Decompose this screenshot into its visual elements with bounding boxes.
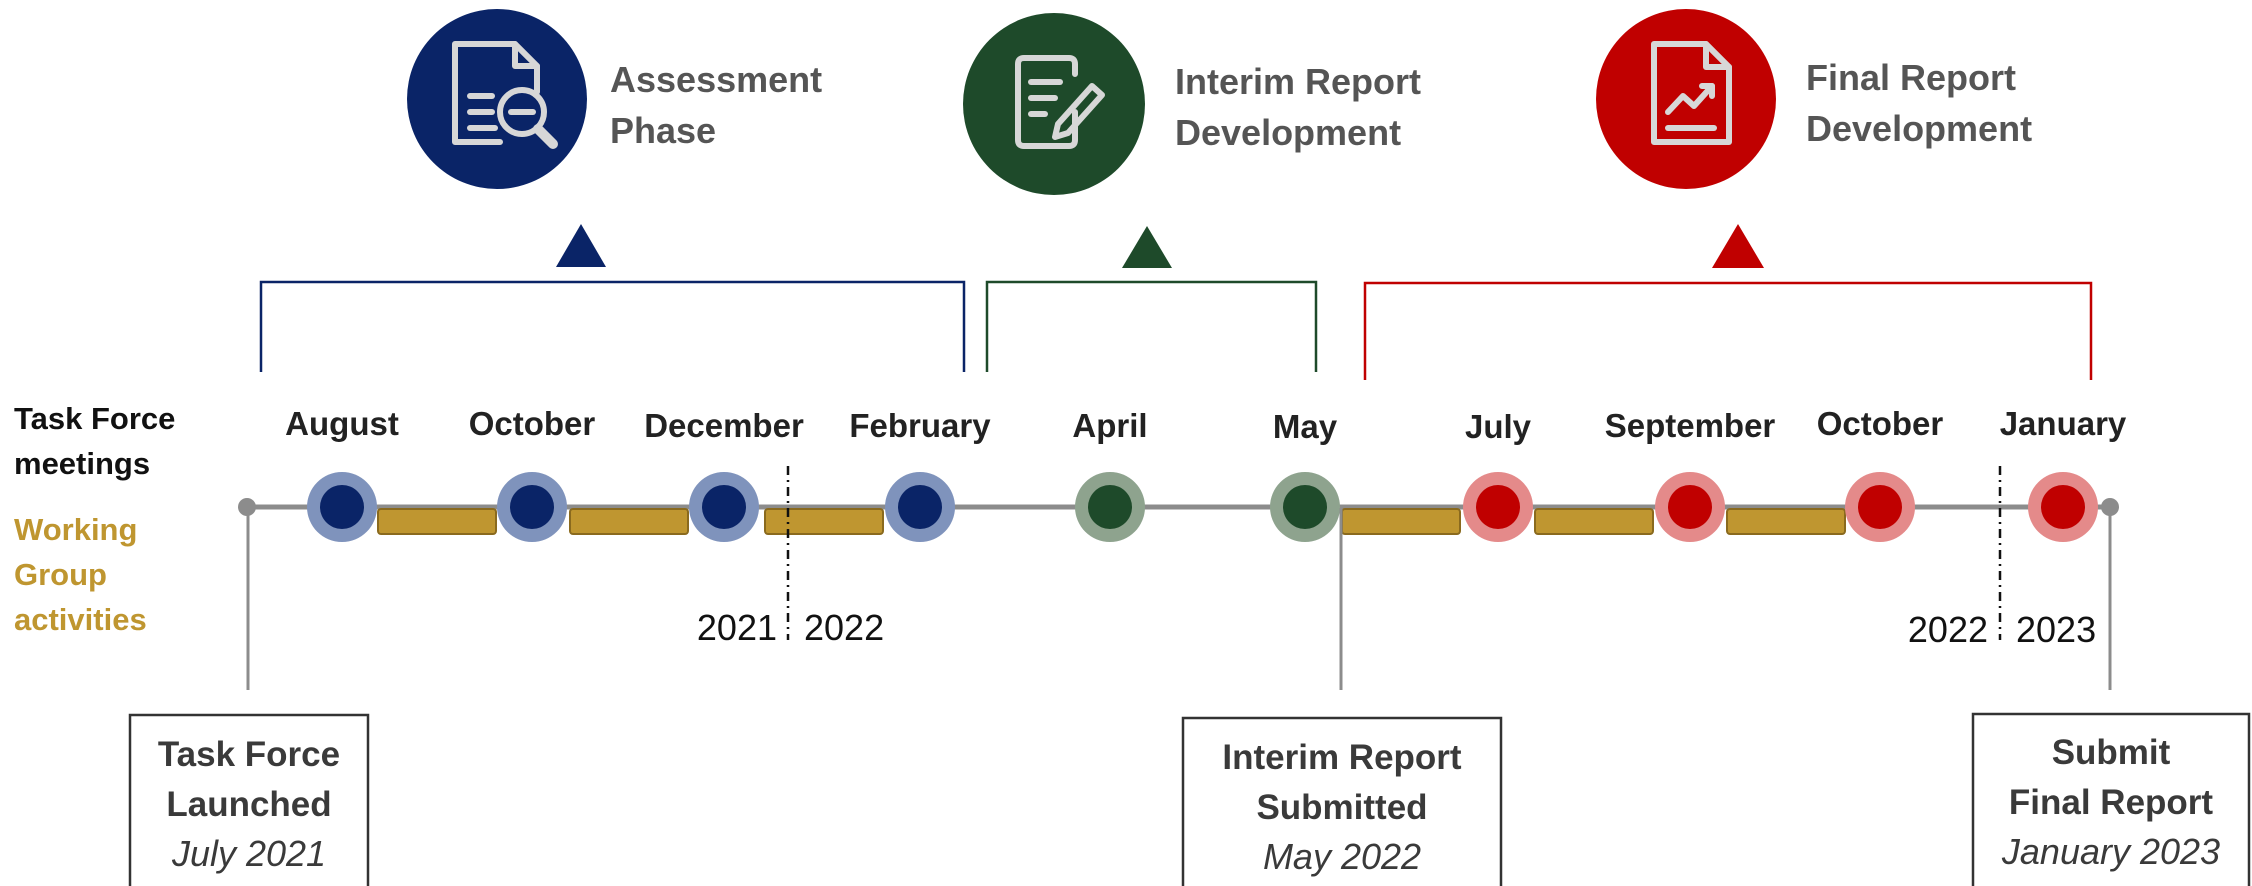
meeting-month-label: May [1273, 408, 1338, 445]
meeting-node: April [1072, 407, 1148, 542]
meeting-node: August [285, 405, 399, 542]
milestone-title-line1: Submit [2052, 733, 2171, 772]
milestone-title-line2: Final Report [2009, 783, 2214, 822]
working-group-bar [1534, 508, 1654, 535]
meeting-month-label: January [2000, 405, 2127, 442]
meetings: August October December February April May Jul… [285, 405, 2127, 542]
meeting-node: January [2000, 405, 2127, 542]
milestone-box [1181, 716, 1503, 886]
final-title-line1: Final Report [1806, 57, 2016, 98]
assessment-title-line1: Assessment [610, 59, 822, 100]
final-bracket [1363, 281, 2093, 380]
working-group-bar [569, 508, 689, 535]
meeting-node: July [1463, 408, 1533, 542]
final-title-line2: Development [1806, 108, 2032, 149]
phase-final: Final Report Development [1596, 9, 2032, 189]
phase-assessment: Assessment Phase [407, 9, 822, 189]
working-group-label-line2: Group [14, 557, 107, 592]
meeting-month-label: December [644, 407, 804, 444]
meeting-month-label: February [849, 407, 991, 444]
phase-interim: Interim Report Development [963, 13, 1421, 195]
assessment-triangle [556, 224, 606, 267]
meeting-month-label: September [1605, 407, 1776, 444]
assessment-icon-circle [407, 9, 587, 189]
meeting-node-dot [510, 485, 554, 529]
axis-start-dot [238, 498, 256, 516]
final-triangle [1712, 224, 1764, 268]
milestone-box [128, 713, 370, 886]
interim-icon-circle [963, 13, 1145, 195]
meeting-node-dot [2041, 485, 2085, 529]
meeting-node-dot [1476, 485, 1520, 529]
working-group-bar [764, 508, 884, 535]
meeting-node: February [849, 407, 991, 542]
assessment-bracket [259, 280, 966, 372]
task-force-label-line1: Task Force [14, 401, 175, 436]
meeting-node-dot [1668, 485, 1712, 529]
year-label: 2021 [697, 607, 777, 648]
meeting-node: December [644, 407, 804, 542]
interim-title-line2: Development [1175, 112, 1401, 153]
year-label: 2022 [1908, 609, 1988, 650]
milestone-box [1971, 712, 2251, 886]
working-group-bars [377, 508, 1846, 535]
milestone-title-line1: Task Force [158, 735, 340, 774]
milestone-title-line2: Submitted [1256, 788, 1427, 827]
working-group-label-line3: activities [14, 602, 147, 637]
working-group-bar [1341, 508, 1461, 535]
year-label: 2023 [2016, 609, 2096, 650]
meeting-node-dot [1088, 485, 1132, 529]
task-force-label-line2: meetings [14, 446, 150, 481]
meeting-month-label: July [1465, 408, 1532, 445]
working-group-label-line1: Working [14, 512, 137, 547]
milestone-date: May 2022 [1263, 836, 1421, 877]
assessment-title-line2: Phase [610, 110, 716, 151]
milestone-date: July 2021 [171, 833, 326, 874]
milestone-task-force-launched: Task Force Launched July 2021 [128, 713, 370, 886]
working-group-bar [1726, 508, 1846, 535]
meeting-node-dot [1858, 485, 1902, 529]
meeting-node-dot [898, 485, 942, 529]
axis-end-dot [2101, 498, 2119, 516]
milestone-title-line1: Interim Report [1222, 738, 1462, 777]
meeting-node: October [469, 405, 596, 542]
meeting-node: May [1270, 408, 1340, 542]
document-edit-icon [1015, 55, 1105, 149]
working-group-bar [377, 508, 497, 535]
meeting-month-label: August [285, 405, 399, 442]
year-label: 2022 [804, 607, 884, 648]
meeting-month-label: October [469, 405, 596, 442]
document-search-icon [452, 41, 558, 149]
meeting-node: October [1817, 405, 1944, 542]
meeting-node-dot [320, 485, 364, 529]
report-chart-icon [1651, 41, 1732, 145]
meeting-node: September [1605, 407, 1776, 542]
interim-triangle [1122, 226, 1172, 268]
milestone-date: January 2023 [2001, 831, 2220, 872]
interim-title-line1: Interim Report [1175, 61, 1421, 102]
milestone-interim-report-submitted: Interim Report Submitted May 2022 [1181, 716, 1503, 886]
meeting-month-label: April [1072, 407, 1147, 444]
meeting-node-dot [702, 485, 746, 529]
meeting-month-label: October [1817, 405, 1944, 442]
milestone-title-line2: Launched [166, 785, 331, 824]
interim-bracket [985, 280, 1318, 372]
milestone-submit-final-report: Submit Final Report January 2023 [1971, 712, 2251, 886]
meeting-node-dot [1283, 485, 1327, 529]
